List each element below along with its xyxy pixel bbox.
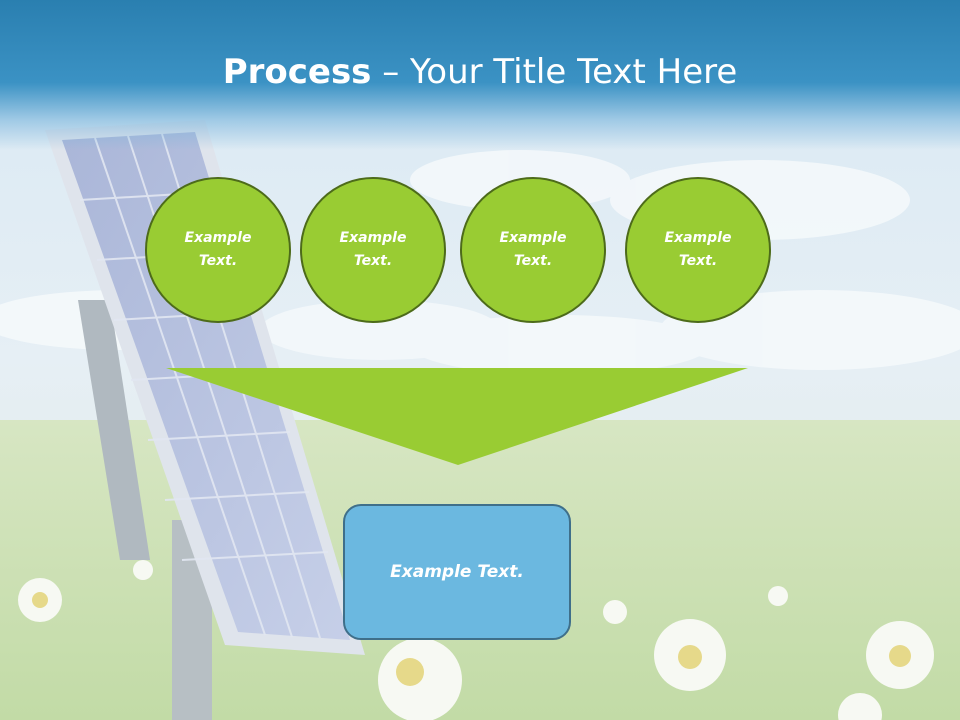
title-rest: – Your Title Text Here xyxy=(371,52,738,92)
circle-1-text: Example Text. xyxy=(184,230,252,269)
circle-4-text: Example Text. xyxy=(664,230,732,269)
result-text: Example Text. xyxy=(390,562,524,582)
result-box: Example Text. xyxy=(343,504,571,640)
process-circle-4: Example Text. xyxy=(625,177,771,323)
process-circle-1: Example Text. xyxy=(145,177,291,323)
process-circle-2: Example Text. xyxy=(300,177,446,323)
funnel-triangle xyxy=(166,368,748,465)
process-circle-3: Example Text. xyxy=(460,177,606,323)
circle-3-text: Example Text. xyxy=(499,230,567,269)
title-bold: Process xyxy=(222,52,372,92)
circle-2-text: Example Text. xyxy=(339,230,407,269)
title-bar xyxy=(0,0,960,150)
slide-title: Process – Your Title Text Here xyxy=(0,52,960,92)
